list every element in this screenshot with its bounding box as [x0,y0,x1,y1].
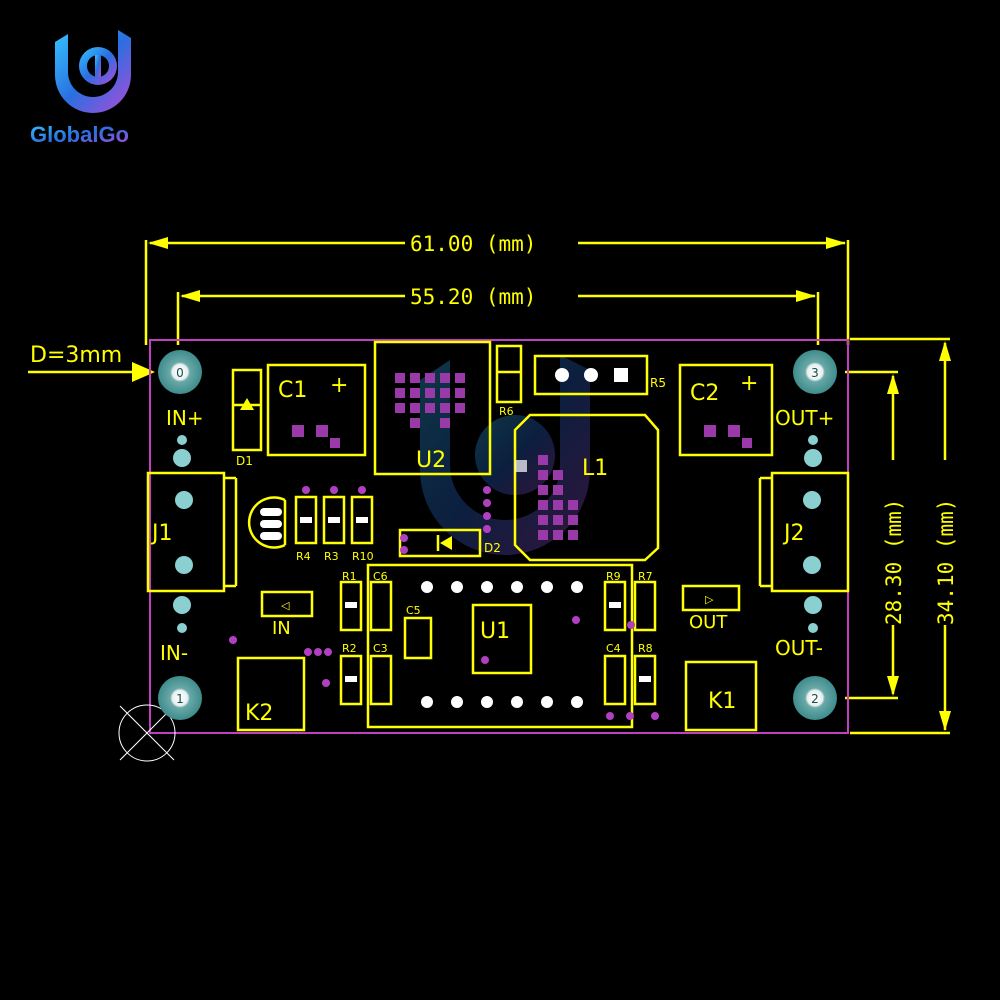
dim-total-height: 34.10 (mm) [934,499,958,625]
mounting-hole-1: 1 [158,676,202,720]
mounting-hole-3: 3 [793,350,837,394]
dim-total-width: 61.00 (mm) [410,232,536,256]
label-in: IN [272,618,291,639]
diode-d2 [398,528,482,558]
svg-text:3: 3 [811,366,819,380]
u1-region [366,563,634,729]
label-c3: C3 [373,642,388,655]
label-out-plus: OUT+ [775,406,834,430]
dim-hole-diameter: D=3mm [30,343,122,368]
capacitor-c2 [678,363,774,457]
label-r1: R1 [342,570,357,583]
button-k2 [236,656,306,732]
inductor-l1 [513,413,660,562]
label-r5: R5 [650,376,666,390]
passives-left [339,580,433,706]
dim-hole-spacing-y: 28.30 (mm) [882,499,906,625]
button-k1 [684,660,758,732]
label-c2: C2 [690,381,719,406]
label-r7: R7 [638,570,653,583]
label-r8: R8 [638,642,653,655]
diode-d1 [231,368,263,452]
label-k1: K1 [708,689,736,714]
label-r10: R10 [352,550,374,563]
svg-text:0: 0 [176,366,184,380]
brand-name: GlobalGo [30,122,129,147]
resistors-r4-r3-r10 [294,486,374,545]
label-r3: R3 [324,550,339,563]
led-out: ▷ [681,584,741,612]
origin-crosshair [118,704,176,762]
label-j2: J2 [782,521,805,546]
led-in: ◁ [260,590,314,618]
dimension-lines [28,237,951,735]
via-cluster [483,486,491,533]
label-u1: U1 [480,619,510,644]
label-in-plus: IN+ [166,406,204,430]
label-c6: C6 [373,570,388,583]
label-out-minus: OUT- [775,636,823,660]
label-j1: J1 [150,521,173,546]
passives-right [572,580,659,720]
label-r9: R9 [606,570,621,583]
mounting-hole-0: 0 [158,350,202,394]
u1-pins [421,581,583,708]
terminal-pads [173,435,822,633]
label-l1: L1 [582,456,608,481]
label-u2: U2 [416,448,446,473]
chip-u1 [471,603,533,675]
label-r6: R6 [499,405,514,418]
label-in-minus: IN- [160,641,188,665]
label-r2: R2 [342,642,357,655]
label-out: OUT [689,612,728,633]
svg-text:1: 1 [176,692,184,706]
label-d2: D2 [484,541,501,555]
mounting-hole-2: 2 [793,676,837,720]
terminal-j1 [146,471,238,593]
vias-misc [229,636,332,687]
label-r4: R4 [296,550,311,563]
transistor [247,496,287,549]
label-c4: C4 [606,642,621,655]
label-c5: C5 [406,604,421,617]
label-c2-plus: + [740,371,758,396]
capacitor-c1 [266,363,367,457]
label-d1: D1 [236,454,253,468]
label-c1-plus: + [330,373,348,398]
resistor-r6 [495,344,523,404]
brand-logo: GlobalGo [30,30,131,147]
svg-text:◁: ◁ [281,599,290,612]
potentiometer-r5 [533,354,649,396]
label-k2: K2 [245,701,273,726]
chip-u2 [373,340,492,476]
svg-text:2: 2 [811,692,819,706]
label-c1: C1 [278,378,307,403]
terminal-j2 [758,471,850,593]
dim-hole-spacing-x: 55.20 (mm) [410,285,536,309]
svg-text:▷: ▷ [705,593,714,606]
